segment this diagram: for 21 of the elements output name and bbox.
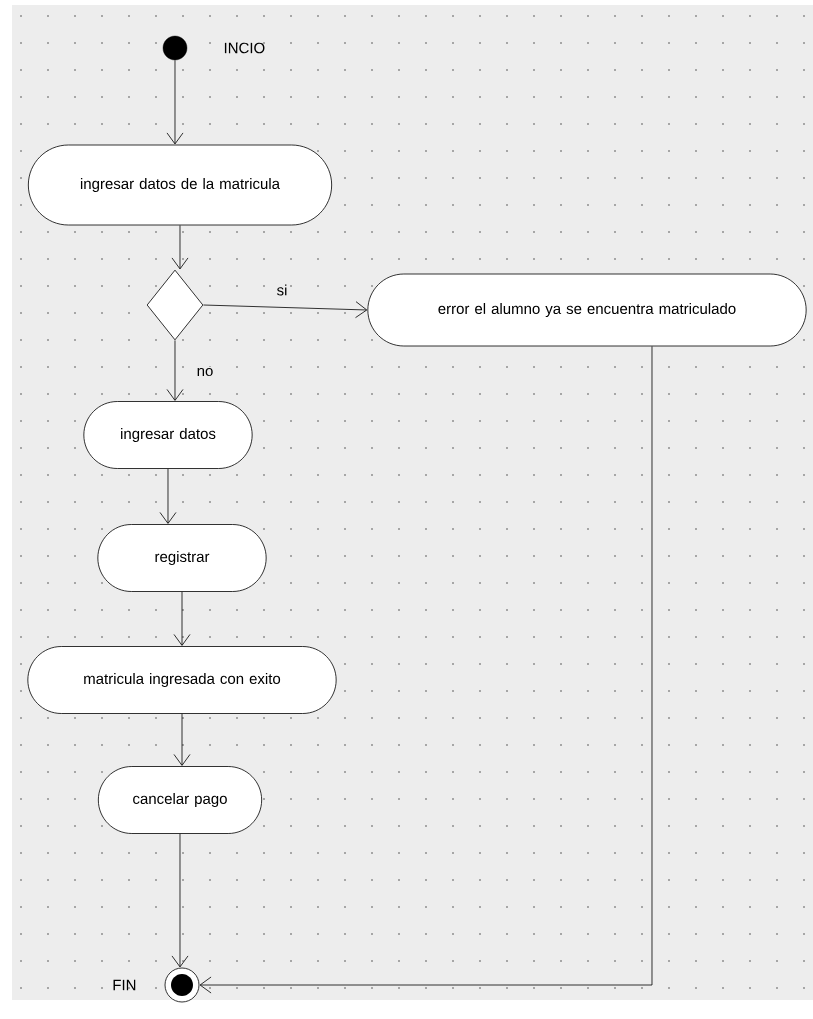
action-box: error el alumno ya se encuentra matriculado — [367, 273, 807, 347]
edge-label: no — [195, 366, 215, 378]
action-box: registrar — [97, 524, 267, 592]
arrow — [203, 301, 368, 319]
action-box: ingresar datos — [83, 401, 253, 469]
action-box: ingresar datos de la matricula — [27, 144, 333, 226]
arrow — [159, 468, 177, 524]
action-box: cancelar pago — [97, 766, 263, 834]
arrow — [166, 59, 184, 145]
arrow — [173, 591, 191, 646]
start-node — [162, 35, 188, 61]
node-label: FIN — [113, 979, 136, 991]
arrow — [171, 833, 189, 968]
end-node — [164, 967, 200, 1003]
node-label: INCIO — [224, 42, 265, 54]
decision-diamond — [146, 269, 204, 341]
action-box: matricula ingresada con exito — [27, 646, 337, 714]
arrow — [171, 225, 189, 270]
arrow — [173, 713, 191, 766]
arrow — [166, 340, 184, 401]
arrow — [199, 346, 653, 994]
